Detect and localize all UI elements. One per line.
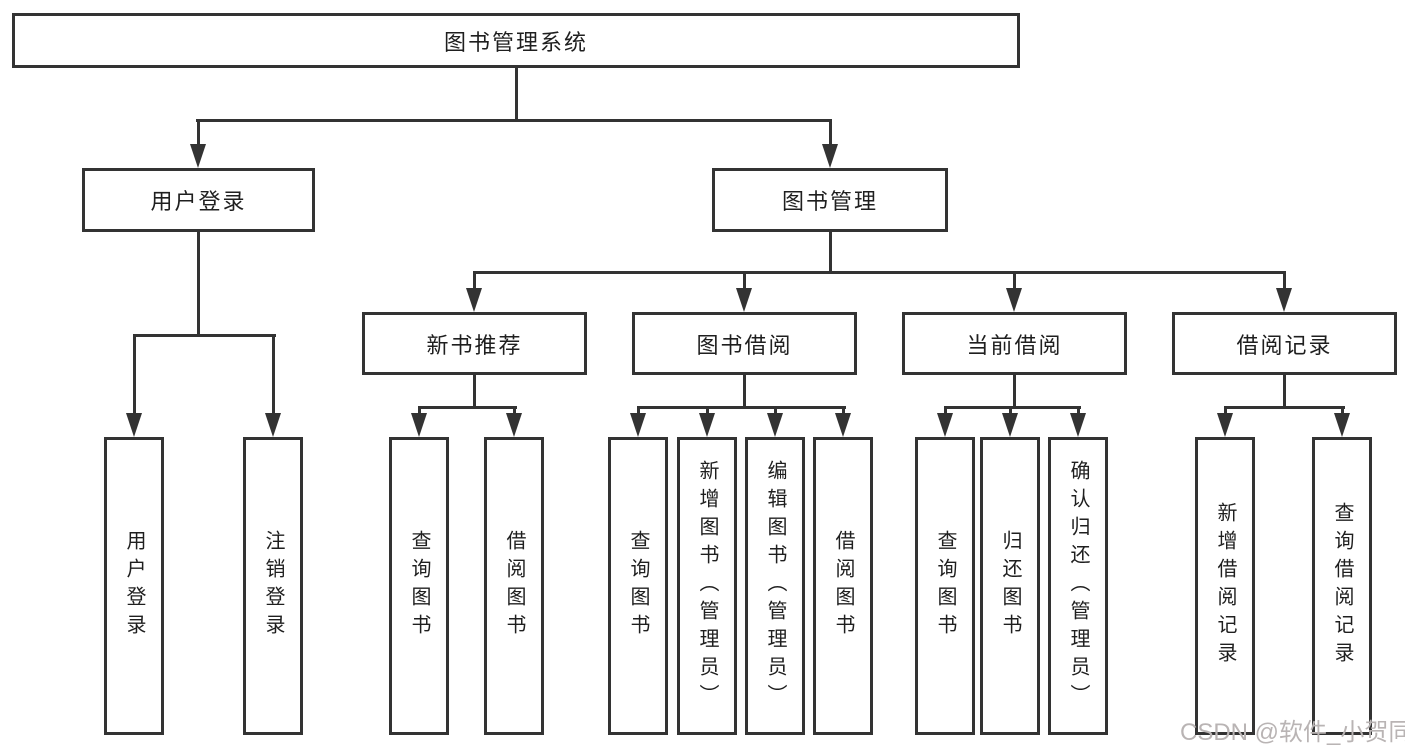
leaf-label: 用户登录 [123,530,145,642]
connector-hline [196,119,832,122]
connector-vline [473,271,476,291]
connector-vline [743,271,746,291]
node-root-label: 图书管理系统 [443,29,588,55]
leaf-edit-book-admin: 编辑图书（管理员） [745,437,805,735]
connector-vline [944,406,947,418]
connector-vline [418,406,421,418]
arrowhead-down-icon [466,288,482,312]
connector-vline [706,406,709,418]
leaf-label: 查询图书 [408,530,430,642]
leaf-label: 新增借阅记录 [1214,502,1236,670]
leaf-add-book-admin: 新增图书（管理员） [677,437,737,735]
arrowhead-down-icon [126,413,142,437]
node-root: 图书管理系统 [12,13,1020,68]
connector-vline [829,232,832,274]
connector-vline [1013,271,1016,291]
connector-vline [197,119,200,147]
leaf-borrow-books-recommend: 借阅图书 [484,437,544,735]
connector-vline [1341,406,1344,418]
connector-vline [1224,406,1227,418]
connector-vline [637,406,640,418]
node-user-login-label: 用户登录 [150,189,247,214]
arrowhead-down-icon [1002,413,1018,437]
leaf-label: 查询图书 [934,530,956,642]
leaf-label: 查询借阅记录 [1331,502,1353,670]
connector-vline [1009,406,1012,418]
leaf-query-borrow-record: 查询借阅记录 [1312,437,1372,735]
connector-vline [829,119,832,147]
module-book-borrow: 图书借阅 [632,312,857,375]
leaf-label: 注销登录 [262,530,284,642]
connector-vline [197,232,200,336]
leaf-label: 确认归还（管理员） [1067,460,1089,712]
connector-vline [1013,375,1016,408]
connector-hline [418,406,517,409]
connector-vline [842,406,845,418]
leaf-label: 新增图书（管理员） [696,460,718,712]
connector-vline [515,68,518,121]
leaf-query-books-current: 查询图书 [915,437,975,735]
leaf-confirm-return-admin: 确认归还（管理员） [1048,437,1108,735]
arrowhead-down-icon [699,413,715,437]
leaf-add-borrow-record: 新增借阅记录 [1195,437,1255,735]
arrowhead-down-icon [265,413,281,437]
connector-vline [473,375,476,408]
connector-hline [473,271,1286,274]
connector-hline [133,334,276,337]
connector-vline [1283,271,1286,291]
arrowhead-down-icon [767,413,783,437]
arrowhead-down-icon [1276,288,1292,312]
connector-hline [944,406,1081,409]
leaf-label: 查询图书 [627,530,649,642]
leaf-label: 借阅图书 [832,530,854,642]
leaf-logout: 注销登录 [243,437,303,735]
connector-vline [1283,375,1286,408]
leaf-return-books: 归还图书 [980,437,1040,735]
module-borrow-records: 借阅记录 [1172,312,1397,375]
arrowhead-down-icon [1070,413,1086,437]
connector-vline [743,375,746,408]
watermark: CSDN @软件_小贺同学 [1180,719,1405,746]
module-label: 图书借阅 [696,332,793,358]
arrowhead-down-icon [835,413,851,437]
leaf-label: 编辑图书（管理员） [764,460,786,712]
connector-hline [1224,406,1345,409]
connector-hline [637,406,846,409]
module-current-borrow: 当前借阅 [902,312,1127,375]
arrowhead-down-icon [736,288,752,312]
leaf-query-books-borrow: 查询图书 [608,437,668,735]
leaf-label: 借阅图书 [503,530,525,642]
connector-vline [272,334,275,416]
module-label: 借阅记录 [1236,332,1333,358]
arrowhead-down-icon [190,144,206,168]
connector-vline [513,406,516,418]
arrowhead-down-icon [1217,413,1233,437]
leaf-user-login: 用户登录 [104,437,164,735]
module-label: 新书推荐 [426,332,523,358]
leaf-label: 归还图书 [999,530,1021,642]
connector-vline [133,334,136,416]
node-book-management-label: 图书管理 [781,189,878,214]
leaf-borrow-books: 借阅图书 [813,437,873,735]
arrowhead-down-icon [1334,413,1350,437]
leaf-query-books-recommend: 查询图书 [389,437,449,735]
arrowhead-down-icon [411,413,427,437]
connector-vline [774,406,777,418]
arrowhead-down-icon [506,413,522,437]
arrowhead-down-icon [822,144,838,168]
node-user-login: 用户登录 [82,168,315,232]
arrowhead-down-icon [630,413,646,437]
connector-vline [1077,406,1080,418]
module-label: 当前借阅 [966,332,1063,358]
arrowhead-down-icon [937,413,953,437]
node-book-management: 图书管理 [712,168,948,232]
module-new-book-recommend: 新书推荐 [362,312,587,375]
arrowhead-down-icon [1006,288,1022,312]
